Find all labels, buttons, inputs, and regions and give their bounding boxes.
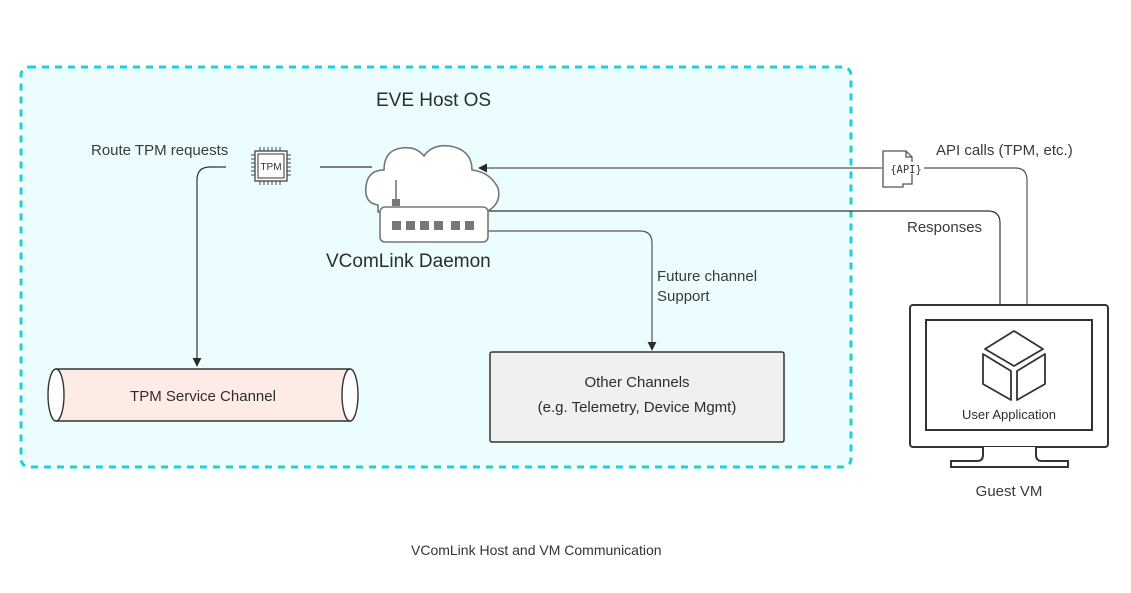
other-channels-box (489, 351, 785, 443)
edge-label-api-calls: API calls (TPM, etc.) (936, 142, 1073, 159)
guest-vm-label: Guest VM (975, 483, 1043, 500)
other-channels-label-line1: Other Channels (584, 374, 690, 391)
host-os-title: EVE Host OS (376, 90, 492, 111)
edge-future-channel (488, 230, 657, 351)
cloud-router-icon (364, 144, 500, 243)
user-application-label: User Application (962, 407, 1056, 422)
daemon-label: VComLink Daemon (326, 251, 491, 272)
edge-api-calls (479, 168, 1028, 330)
edge-route-tpm (197, 166, 372, 366)
api-document-label: {API} (890, 164, 922, 176)
edge-label-future-line1: Future channel (657, 268, 758, 285)
cube-icon (982, 330, 1046, 401)
edge-responses (488, 210, 1005, 335)
api-document-icon: {API} (882, 150, 924, 188)
tpm-service-channel (47, 368, 359, 422)
edge-label-future-line2: Support (657, 288, 710, 305)
tpm-service-channel-label: TPM Service Channel (130, 388, 276, 405)
tpm-chip-label: TPM (260, 162, 281, 173)
tpm-chip-icon: TPM (251, 147, 291, 185)
edge-label-route-tpm: Route TPM requests (91, 142, 229, 159)
edge-label-responses: Responses (907, 219, 983, 236)
diagram-caption: VComLink Host and VM Communication (411, 542, 662, 558)
other-channels-label-line2: (e.g. Telemetry, Device Mgmt) (537, 399, 737, 416)
